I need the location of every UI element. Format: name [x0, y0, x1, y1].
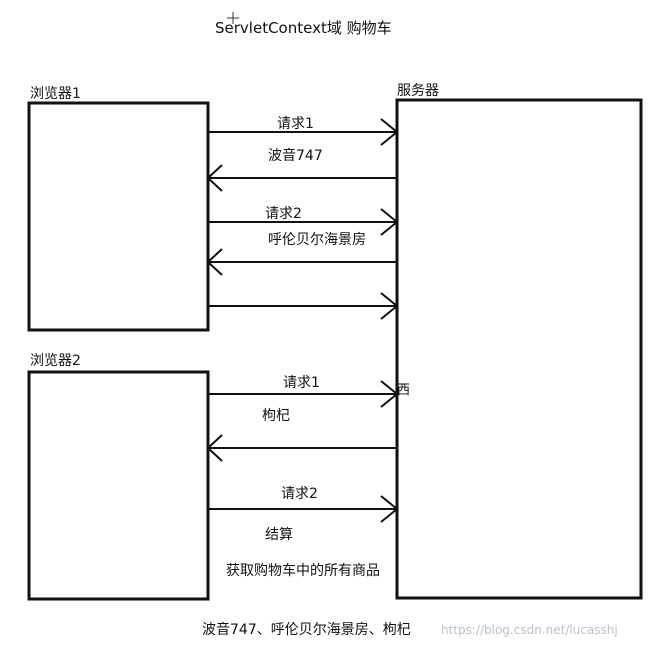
browser2-fetch-all-label: 获取购物车中的所有商品	[226, 562, 380, 579]
browser1-response2-arrow	[206, 248, 397, 276]
browser1-extra-arrow	[208, 292, 399, 320]
browser2-request2-label: 请求2	[281, 486, 318, 502]
browser2-request1-label: 请求1	[283, 375, 320, 391]
browser1-label: 浏览器1	[30, 86, 81, 102]
browser1-response2-label: 呼伦贝尔海景房	[268, 232, 366, 248]
browser1-response1-label: 波音747	[268, 147, 323, 164]
cursor-icon	[227, 12, 239, 24]
browser1-request1-arrow	[208, 118, 399, 146]
diagram-title: ServletContext域 购物车	[215, 19, 392, 37]
browser2-response1-arrow	[206, 434, 397, 462]
browser2-request1-arrow	[208, 380, 399, 408]
server-box	[395, 98, 643, 600]
browser2-box	[27, 370, 210, 601]
browser1-box	[27, 101, 210, 332]
result-text: 波音747、呼伦贝尔海景房、枸杞	[202, 621, 411, 638]
server-label: 服务器	[397, 83, 439, 99]
browser2-request2-arrow	[208, 495, 399, 523]
server-stray-char: 西	[397, 383, 410, 398]
browser1-request2-label: 请求2	[265, 206, 302, 222]
browser1-response1-arrow	[206, 164, 397, 192]
browser2-checkout-label: 结算	[265, 527, 293, 543]
browser2-response1-label: 枸杞	[262, 408, 290, 424]
browser2-label: 浏览器2	[30, 353, 81, 369]
browser1-request1-label: 请求1	[277, 116, 314, 132]
browser1-request2-arrow	[208, 208, 399, 236]
watermark-text: https://blog.csdn.net/lucasshj	[441, 623, 618, 637]
